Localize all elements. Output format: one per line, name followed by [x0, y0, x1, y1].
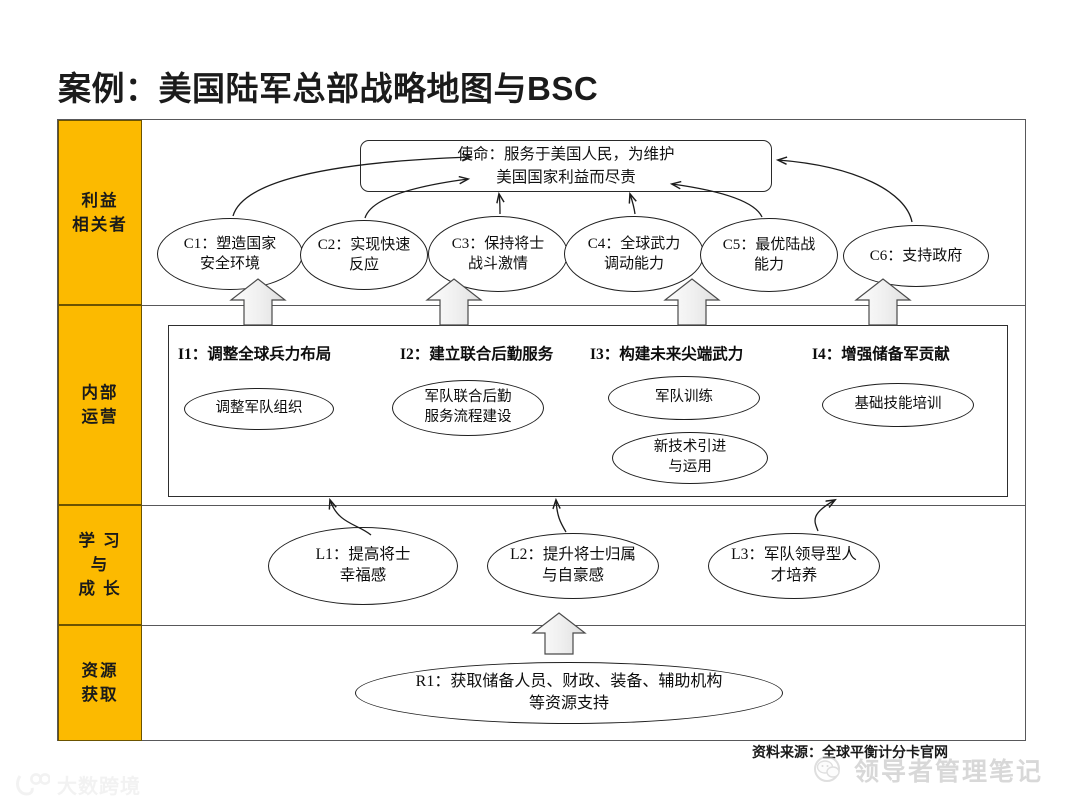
internal-heading-i4: I4：增强储备军贡献	[812, 346, 950, 363]
perspective-label-line: 利益	[81, 190, 119, 210]
mission-line-1: 使命：服务于美国人民，为维护	[457, 145, 675, 163]
node-line-2: 反应	[348, 257, 379, 273]
perspective-band-stakeholder[interactable]: 利益 相关者	[58, 120, 142, 305]
node-line-1: C5：最优陆战	[722, 236, 816, 253]
perspective-band-resource[interactable]: 资源 获取	[58, 625, 142, 741]
perspective-label-line: 资源	[81, 661, 119, 681]
perspective-label-line: 内部	[81, 383, 119, 403]
mission-line-2: 美国国家利益而尽责	[496, 169, 636, 186]
perspective-band-learning[interactable]: 学 习 与 成 长	[58, 505, 142, 625]
node-line-2: 幸福感	[339, 567, 387, 584]
node-line-1: C2：实现快速	[317, 236, 411, 253]
node-l3[interactable]: L3：军队领导型人 才培养	[708, 533, 880, 599]
watermark-left-text: 大数跨境	[57, 776, 141, 798]
node-line-1: L2：提升将士归属	[510, 546, 636, 564]
node-i3-b[interactable]: 新技术引进 与运用	[612, 432, 768, 484]
node-line-2: 调动能力	[603, 256, 664, 272]
watermark-right-text: 领导者管理笔记	[854, 758, 1044, 786]
node-c6[interactable]: C6：支持政府	[843, 225, 989, 287]
internal-heading-i1: I1：调整全球兵力布局	[178, 346, 332, 363]
node-line-2: 服务流程建设	[424, 409, 512, 425]
node-l1[interactable]: L1：提高将士 幸福感	[268, 527, 458, 605]
node-line-1: L3：军队领导型人	[731, 546, 857, 564]
node-line-2: 安全环境	[199, 256, 260, 272]
node-line-1: C6：支持政府	[869, 247, 963, 264]
node-line-1: C4：全球武力	[587, 235, 681, 252]
watermark-left: 大数跨境	[16, 770, 141, 799]
node-r1[interactable]: R1：获取储备人员、财政、装备、辅助机构 等资源支持	[355, 662, 783, 724]
perspective-label-line: 成 长	[78, 578, 122, 598]
node-line-2: 能力	[753, 257, 784, 273]
band-separator-internal-learning	[57, 505, 1026, 506]
brand-logo-icon	[16, 772, 50, 796]
node-c1[interactable]: C1：塑造国家 安全环境	[157, 218, 303, 290]
node-line-1: R1：获取储备人员、财政、装备、辅助机构	[415, 673, 723, 691]
internal-heading-i2: I2：建立联合后勤服务	[400, 346, 554, 363]
node-line-2: 等资源支持	[528, 695, 609, 712]
node-c3[interactable]: C3：保持将士 战斗激情	[428, 216, 568, 292]
band-separator-stakeholder-internal	[57, 305, 1026, 306]
node-line-1: 基础技能培训	[854, 396, 942, 413]
node-i3-a[interactable]: 军队训练	[608, 376, 760, 420]
mission-box[interactable]: 使命：服务于美国人民，为维护 美国国家利益而尽责	[360, 140, 772, 192]
band-separator-learning-resource	[57, 625, 1026, 626]
node-line-1: 军队联合后勤	[424, 389, 512, 406]
node-line-1: 军队训练	[655, 389, 713, 406]
node-c4[interactable]: C4：全球武力 调动能力	[564, 216, 704, 292]
perspective-label-line: 相关者	[72, 214, 128, 234]
internal-heading-i3: I3：构建未来尖端武力	[590, 346, 744, 363]
node-i1-a[interactable]: 调整军队组织	[184, 388, 334, 430]
node-c5[interactable]: C5：最优陆战 能力	[700, 218, 838, 292]
node-line-1: 新技术引进	[653, 439, 727, 456]
node-line-2: 战斗激情	[467, 256, 528, 272]
perspective-band-internal[interactable]: 内部 运营	[58, 305, 142, 505]
node-line-2: 才培养	[770, 567, 818, 584]
perspective-label-line: 运营	[81, 407, 119, 426]
perspective-label-line: 获取	[81, 685, 119, 704]
wechat-logo-icon	[814, 756, 840, 782]
node-line-1: C1：塑造国家	[183, 235, 277, 252]
node-i2-a[interactable]: 军队联合后勤 服务流程建设	[392, 380, 544, 436]
perspective-label-line: 学 习	[78, 531, 122, 551]
node-line-1: C3：保持将士	[451, 235, 545, 252]
node-l2[interactable]: L2：提升将士归属 与自豪感	[487, 533, 659, 599]
perspective-label-line: 与	[90, 555, 110, 575]
source-note: 资料来源：全球平衡计分卡官网	[752, 746, 948, 761]
page-title: 案例：美国陆军总部战略地图与BSC	[58, 70, 599, 107]
node-line-2: 与自豪感	[541, 567, 604, 584]
node-line-1: L1：提高将士	[315, 546, 411, 564]
node-line-1: 调整军队组织	[215, 400, 303, 417]
node-c2[interactable]: C2：实现快速 反应	[300, 220, 428, 290]
node-i4-a[interactable]: 基础技能培训	[822, 383, 974, 427]
watermark-right: 领导者管理笔记	[812, 752, 1043, 788]
node-line-2: 与运用	[668, 459, 712, 475]
